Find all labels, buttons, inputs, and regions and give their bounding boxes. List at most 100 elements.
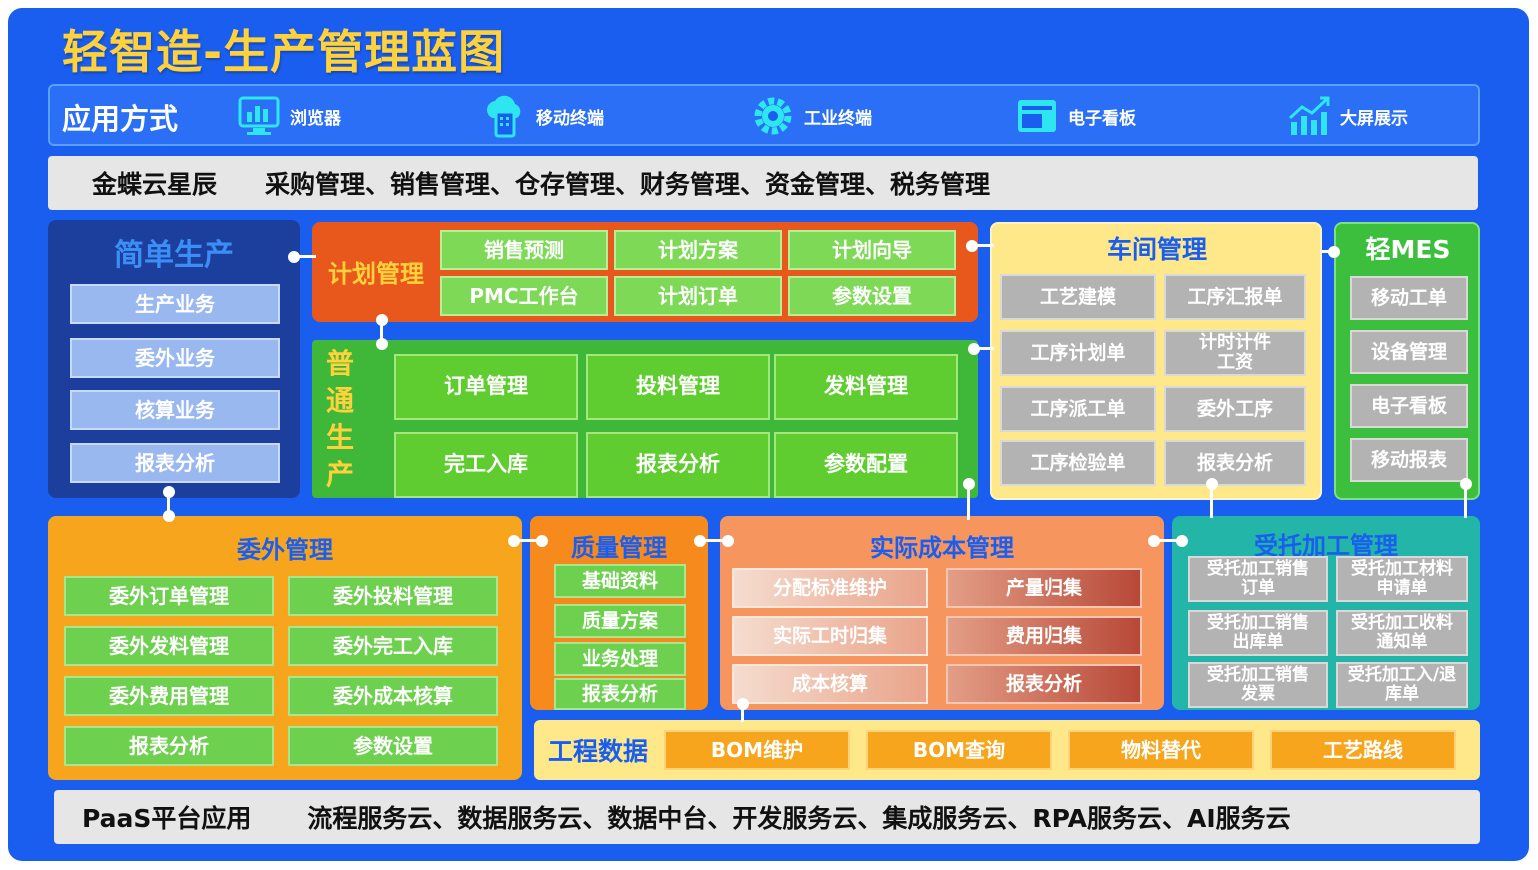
connector-line xyxy=(741,702,744,722)
gear-icon xyxy=(750,93,796,139)
cost-item[interactable]: 成本核算 xyxy=(732,664,928,704)
normal-production-panel: 普 通 生 产 订单管理 投料管理 发料管理 完工入库 报表分析 参数配置 xyxy=(312,340,978,498)
connector-dot xyxy=(722,535,734,547)
app-item-industrial[interactable]: 工业终端 xyxy=(750,90,872,142)
workshop-item[interactable]: 工序派工单 xyxy=(1000,386,1156,432)
outsourcing-item[interactable]: 参数设置 xyxy=(288,726,498,766)
connector-dot xyxy=(966,240,978,252)
mes-item[interactable]: 移动工单 xyxy=(1350,276,1468,320)
outsourcing-item[interactable]: 委外发料管理 xyxy=(64,626,274,666)
app-item-board[interactable]: 电子看板 xyxy=(1014,90,1136,142)
plan-item[interactable]: 计划方案 xyxy=(614,230,782,270)
engineering-item[interactable]: 物料替代 xyxy=(1068,730,1254,770)
normal-production-item[interactable]: 投料管理 xyxy=(586,354,770,420)
plan-item[interactable]: PMC工作台 xyxy=(440,276,608,316)
connector-line xyxy=(514,539,540,542)
app-item-bigscreen[interactable]: 大屏展示 xyxy=(1286,90,1408,142)
workshop-item[interactable]: 委外工序 xyxy=(1164,386,1306,432)
mes-item[interactable]: 移动报表 xyxy=(1350,438,1468,482)
outsourcing-item[interactable]: 委外订单管理 xyxy=(64,576,274,616)
entrusted-item[interactable]: 受托加工销售订单 xyxy=(1188,556,1328,602)
connector-line xyxy=(294,255,316,258)
normal-production-item[interactable]: 发料管理 xyxy=(774,354,958,420)
outsourcing-item[interactable]: 委外完工入库 xyxy=(288,626,498,666)
connector-dot xyxy=(1460,478,1472,490)
outsourcing-item[interactable]: 报表分析 xyxy=(64,726,274,766)
connector-dot xyxy=(163,510,175,522)
workshop-item[interactable]: 工序汇报单 xyxy=(1164,274,1306,320)
connector-dot xyxy=(968,343,980,355)
outsourcing-item[interactable]: 委外费用管理 xyxy=(64,676,274,716)
light-mes-panel: 轻MES 移动工单 设备管理 电子看板 移动报表 xyxy=(1334,222,1480,500)
normal-production-item[interactable]: 完工入库 xyxy=(394,432,578,498)
workshop-item[interactable]: 计时计件工资 xyxy=(1164,330,1306,376)
quality-item[interactable]: 基础资料 xyxy=(554,564,686,598)
mes-item[interactable]: 设备管理 xyxy=(1350,330,1468,374)
workshop-item[interactable]: 工艺建模 xyxy=(1000,274,1156,320)
quality-title: 质量管理 xyxy=(571,534,667,562)
connector-line xyxy=(380,320,383,344)
outsourcing-item[interactable]: 委外成本核算 xyxy=(288,676,498,716)
connector-dot xyxy=(288,251,300,263)
quality-item[interactable]: 业务处理 xyxy=(554,642,686,676)
engineering-item[interactable]: 工艺路线 xyxy=(1270,730,1456,770)
normal-production-item[interactable]: 订单管理 xyxy=(394,354,578,420)
workshop-panel: 车间管理 工艺建模 工序汇报单 工序计划单 计时计件工资 工序派工单 委外工序 … xyxy=(990,222,1322,500)
cost-item[interactable]: 分配标准维护 xyxy=(732,568,928,608)
outsourcing-item[interactable]: 委外投料管理 xyxy=(288,576,498,616)
plan-item[interactable]: 计划向导 xyxy=(788,230,956,270)
application-bar: 应用方式 浏览器 移动终端 工业终端 电子看板 xyxy=(48,84,1480,146)
outsourcing-title: 委外管理 xyxy=(237,536,333,564)
entrusted-item[interactable]: 受托加工材料申请单 xyxy=(1336,556,1468,602)
paas-text: 流程服务云、数据服务云、数据中台、开发服务云、集成服务云、RPA服务云、AI服务… xyxy=(307,804,1291,833)
entrusted-item[interactable]: 受托加工销售出库单 xyxy=(1188,610,1328,656)
entrusted-item[interactable]: 受托加工入/退库单 xyxy=(1336,662,1468,708)
simple-production-item[interactable]: 生产业务 xyxy=(70,284,280,324)
connector-dot xyxy=(376,338,388,350)
app-item-mobile[interactable]: 移动终端 xyxy=(482,90,604,142)
plan-item[interactable]: 计划订单 xyxy=(614,276,782,316)
connector-dot xyxy=(1328,246,1340,258)
app-item-browser[interactable]: 浏览器 xyxy=(236,90,341,142)
blueprint-frame: 轻智造-生产管理蓝图 应用方式 浏览器 移动终端 工业终端 电子看板 xyxy=(8,8,1529,861)
connector-line xyxy=(1154,539,1180,542)
cost-item[interactable]: 费用归集 xyxy=(946,616,1142,656)
connector-dot xyxy=(536,535,548,547)
connector-dot xyxy=(1148,535,1160,547)
cost-item[interactable]: 报表分析 xyxy=(946,664,1142,704)
simple-production-item[interactable]: 核算业务 xyxy=(70,390,280,430)
workshop-item[interactable]: 工序计划单 xyxy=(1000,330,1156,376)
workshop-item[interactable]: 工序检验单 xyxy=(1000,440,1156,486)
entrusted-item[interactable]: 受托加工收料通知单 xyxy=(1336,610,1468,656)
page-title: 轻智造-生产管理蓝图 xyxy=(62,25,506,79)
kingdee-bar: 金蝶云星辰 采购管理、销售管理、仓存管理、财务管理、资金管理、税务管理 xyxy=(48,156,1478,210)
engineering-item[interactable]: BOM查询 xyxy=(866,730,1052,770)
engineering-item[interactable]: BOM维护 xyxy=(664,730,850,770)
board-icon xyxy=(1014,93,1060,139)
connector-line xyxy=(967,482,970,520)
simple-production-title: 简单生产 xyxy=(114,238,234,273)
plan-item[interactable]: 参数设置 xyxy=(788,276,956,316)
connector-line xyxy=(974,347,994,350)
normal-production-item[interactable]: 报表分析 xyxy=(586,432,770,498)
connector-dot xyxy=(376,314,388,326)
simple-production-item[interactable]: 委外业务 xyxy=(70,338,280,378)
simple-production-item[interactable]: 报表分析 xyxy=(70,443,280,483)
app-item-label: 移动终端 xyxy=(536,108,604,129)
mes-item[interactable]: 电子看板 xyxy=(1350,384,1468,428)
cost-item[interactable]: 实际工时归集 xyxy=(732,616,928,656)
monitor-chart-icon xyxy=(236,93,282,139)
entrusted-item[interactable]: 受托加工销售发票 xyxy=(1188,662,1328,708)
normal-production-item[interactable]: 参数配置 xyxy=(774,432,958,498)
kingdee-text: 采购管理、销售管理、仓存管理、财务管理、资金管理、税务管理 xyxy=(265,170,991,199)
cost-item[interactable]: 产量归集 xyxy=(946,568,1142,608)
app-item-label: 工业终端 xyxy=(804,108,872,129)
paas-bar: PaaS平台应用 流程服务云、数据服务云、数据中台、开发服务云、集成服务云、RP… xyxy=(54,790,1480,844)
app-item-label: 大屏展示 xyxy=(1340,108,1408,129)
workshop-item[interactable]: 报表分析 xyxy=(1164,440,1306,486)
engineering-title: 工程数据 xyxy=(548,737,649,766)
quality-item[interactable]: 报表分析 xyxy=(554,678,686,710)
plan-item[interactable]: 销售预测 xyxy=(440,230,608,270)
connector-line xyxy=(974,244,994,247)
quality-item[interactable]: 质量方案 xyxy=(554,604,686,638)
